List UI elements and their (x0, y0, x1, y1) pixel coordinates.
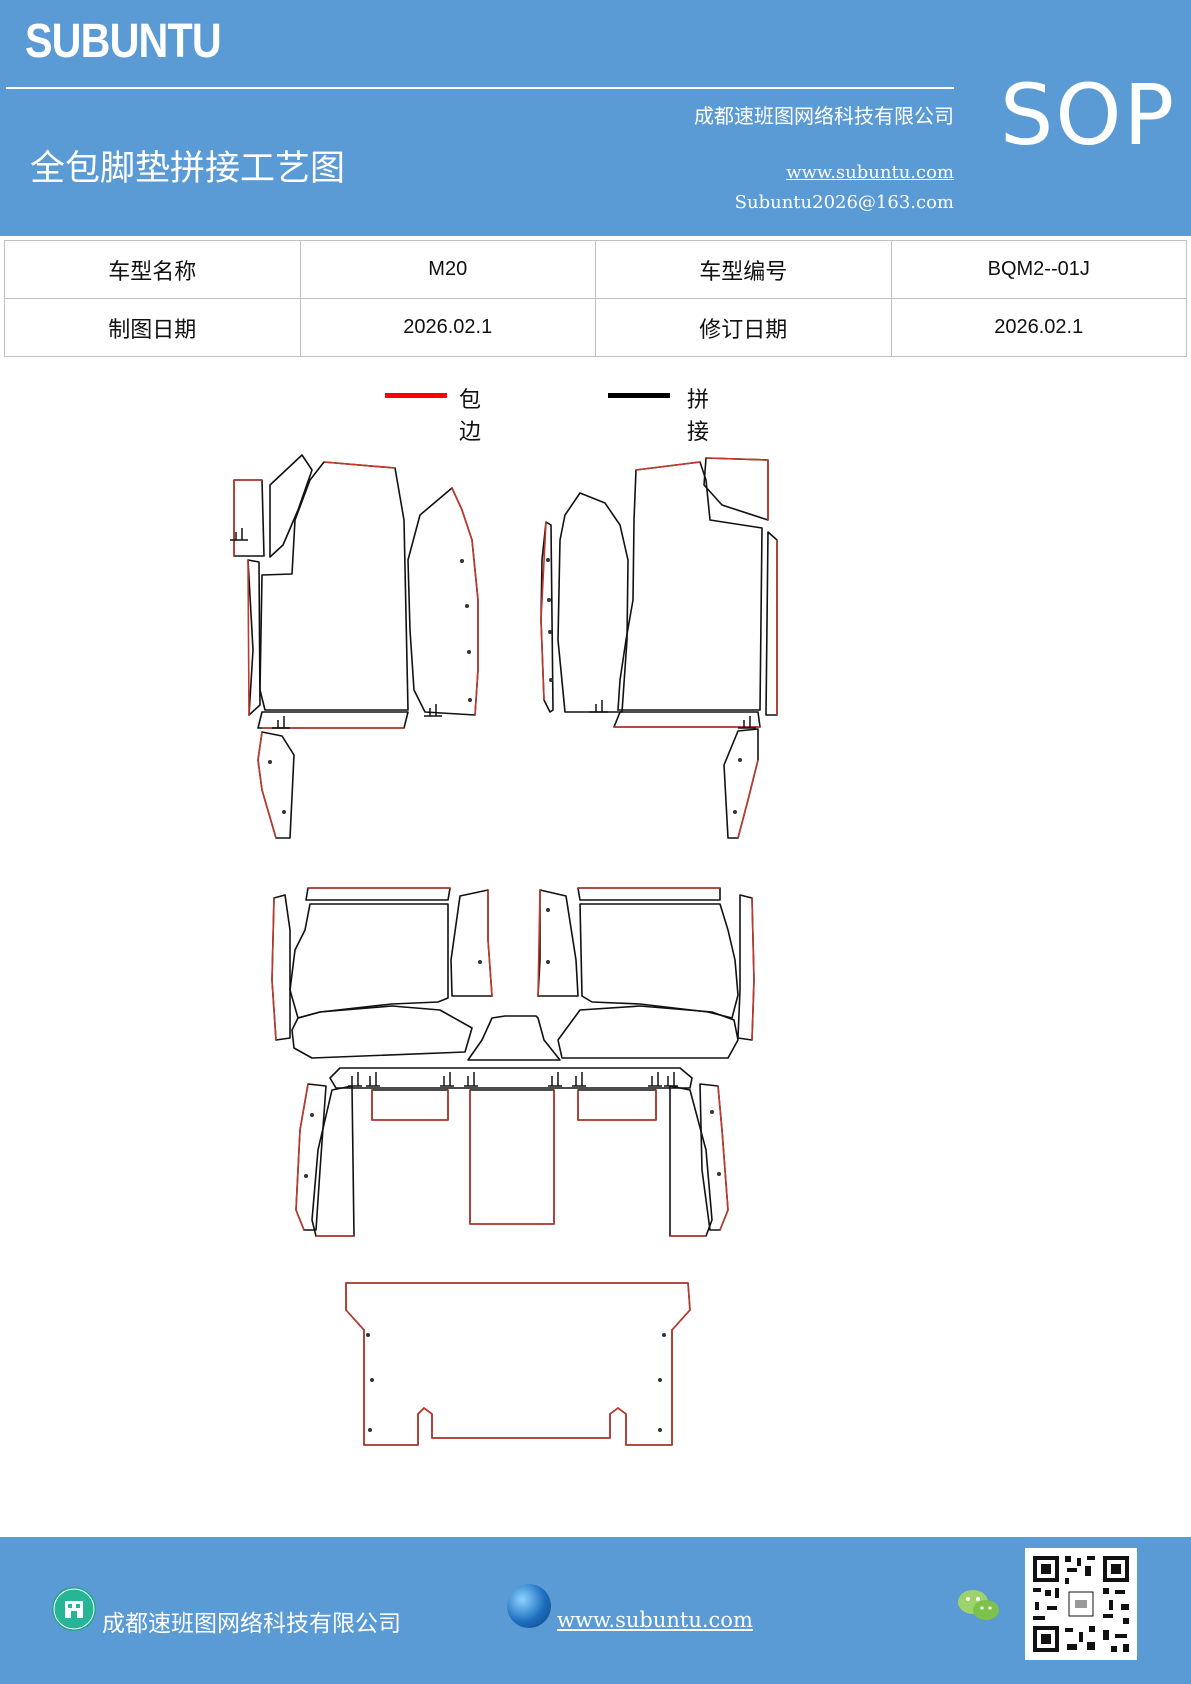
header-company-name: 成都速班图网络科技有限公司 (694, 104, 954, 128)
header-website-link[interactable]: www.subuntu.com (786, 162, 954, 183)
pattern-piece (269, 454, 313, 558)
mat-pattern-drawing (230, 454, 778, 1446)
pattern-piece (703, 457, 769, 521)
sop-badge: SOP (1000, 66, 1177, 164)
legend-label: 包边 (459, 388, 482, 445)
legend-red-swatch (385, 393, 447, 398)
pattern-piece (617, 461, 763, 711)
pattern-piece (305, 887, 451, 901)
table-row: 车型名称 M20 车型编号 BQM2--01J (4, 240, 1187, 299)
pattern-piece (329, 1067, 693, 1089)
qr-code-icon (1025, 1548, 1137, 1660)
pattern-piece (467, 1015, 561, 1061)
model-name-label: 车型名称 (4, 240, 301, 299)
draw-date-label: 制图日期 (4, 298, 301, 357)
pattern-piece (669, 1085, 713, 1237)
pattern-piece (291, 1005, 473, 1059)
pattern-piece (469, 1089, 555, 1225)
pattern-piece (407, 487, 479, 716)
brand-logo: SUBUNTU (25, 15, 222, 68)
model-name-value: M20 (299, 240, 596, 299)
legend-black-swatch (608, 393, 670, 398)
pattern-piece (259, 461, 409, 711)
pattern-piece (557, 1005, 739, 1059)
pattern-piece (537, 889, 579, 997)
pattern-piece (257, 731, 295, 839)
pattern-piece (247, 559, 261, 716)
pattern-piece (557, 492, 629, 713)
pattern-piece (613, 711, 761, 728)
document-title: 全包脚垫拼接工艺图 (30, 149, 346, 189)
legend-label: 拼接 (687, 388, 710, 445)
footer-company-name: 成都速班图网络科技有限公司 (102, 1611, 401, 1637)
header-email: Subuntu2026@163.com (734, 192, 954, 213)
pattern-piece (540, 521, 554, 713)
globe-icon (507, 1584, 551, 1628)
header-banner: SUBUNTU 全包脚垫拼接工艺图 成都速班图网络科技有限公司 www.subu… (0, 0, 1191, 236)
pattern-piece (311, 1085, 355, 1237)
pattern-piece (765, 531, 778, 716)
model-code-value: BQM2--01J (890, 240, 1187, 299)
revise-date-value: 2026.02.1 (890, 298, 1187, 357)
model-code-label: 车型编号 (595, 240, 892, 299)
pattern-piece (345, 1282, 691, 1446)
pattern-piece (257, 711, 409, 729)
pattern-piece (577, 1089, 657, 1121)
pattern-piece (233, 479, 265, 557)
model-info-table: 车型名称 M20 车型编号 BQM2--01J 制图日期 2026.02.1 修… (4, 240, 1187, 357)
pattern-piece (295, 1083, 327, 1231)
pattern-piece (289, 903, 449, 1019)
pattern-piece (450, 889, 493, 997)
draw-date-value: 2026.02.1 (299, 298, 596, 357)
header-divider (6, 87, 954, 89)
revise-date-label: 修订日期 (595, 298, 892, 357)
building-icon (52, 1587, 96, 1631)
pattern-piece (371, 1089, 449, 1121)
pattern-piece (579, 903, 739, 1019)
pattern-piece (737, 894, 755, 1041)
footer-website-link[interactable]: www.subuntu.com (557, 1608, 753, 1632)
table-row: 制图日期 2026.02.1 修订日期 2026.02.1 (4, 298, 1187, 357)
wechat-icon[interactable] (956, 1586, 1002, 1630)
pattern-piece (577, 887, 721, 901)
